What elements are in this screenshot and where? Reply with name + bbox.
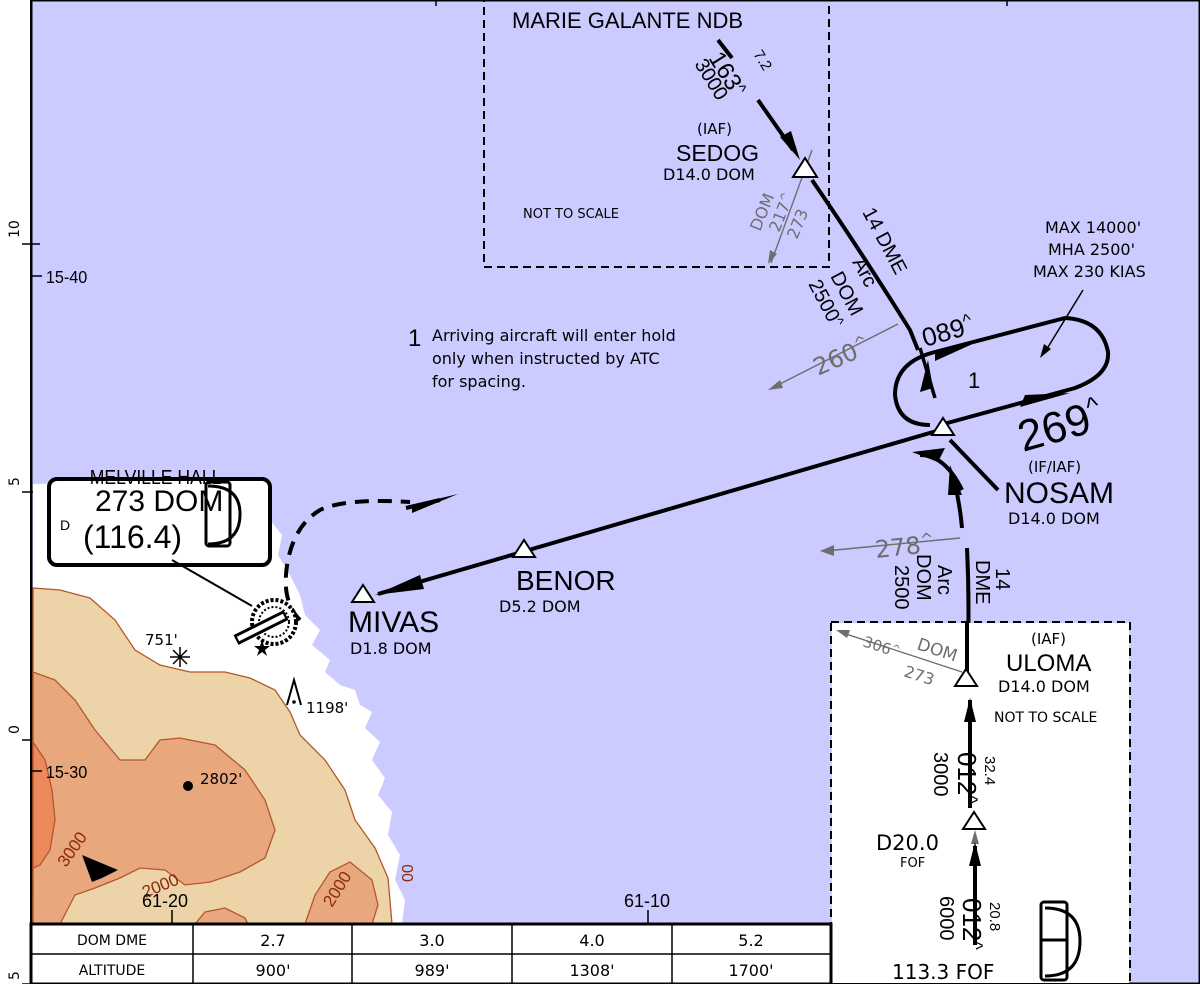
dme-table-cell: 5.2	[738, 931, 763, 950]
note-number: 1	[408, 325, 421, 352]
elevation-2802: 2802'	[200, 770, 242, 788]
dme-table-cell: 2.7	[260, 931, 285, 950]
navaid-name: MELVILLE HALL	[90, 466, 222, 488]
inset-marie-galante	[483, 0, 830, 268]
nosam-distance: D14.0 DOM	[1008, 509, 1100, 528]
holding-mha: MHA 2500'	[1048, 240, 1135, 259]
nosam-role: (IF/IAF)	[1028, 458, 1081, 476]
lon-label-6120: 61-20	[142, 891, 188, 911]
arc-south-line2: DME	[971, 560, 993, 604]
sedog-distance: D14.0 DOM	[663, 165, 755, 184]
obstacle-751	[170, 647, 190, 667]
obstacle-1198-icon	[286, 676, 302, 706]
arc-north	[810, 178, 920, 351]
arc-south-line4: DOM	[912, 554, 934, 601]
fof-vor-icon	[1039, 900, 1082, 982]
airport-melville-hall-icon	[233, 598, 298, 656]
lon-label-6110: 61-10	[624, 891, 670, 911]
holding-max-alt: MAX 14000'	[1045, 218, 1141, 237]
uloma-name: ULOMA	[1006, 650, 1091, 677]
dme-table-cell: 1700'	[728, 961, 773, 980]
scale-label-5b: 5	[7, 971, 23, 980]
note-line1: Arriving aircraft will enter hold	[432, 326, 676, 345]
nosam-fix-icon	[930, 416, 956, 436]
inset-se-leg1-distance: 32.4	[981, 756, 998, 785]
d20-fix-icon	[961, 810, 987, 830]
inset-se-leg2-altitude: 6000	[935, 896, 957, 941]
missed-approach-path	[283, 499, 411, 622]
dme-table-header-altitude: ALTITUDE	[79, 963, 146, 979]
dme-table-header-dme: DOM DME	[77, 933, 147, 949]
arc-south-line1: 14	[991, 568, 1013, 590]
terrain-mid-south	[304, 861, 379, 925]
mivas-name: MIVAS	[348, 606, 439, 639]
note-line3: for spacing.	[432, 372, 526, 391]
navaid-course: 273 DOM	[95, 485, 223, 518]
navaid-frequency: (116.4)	[83, 519, 182, 555]
mivas-distance: D1.8 DOM	[350, 639, 432, 658]
inset-se-scale-note: NOT TO SCALE	[994, 710, 1097, 726]
uloma-fix-icon	[953, 667, 979, 687]
sedog-name: SEDOG	[676, 140, 759, 166]
contour-label-00: 00	[400, 864, 417, 882]
inset-se-leg2-course: 012^	[957, 898, 987, 950]
dme-table	[29, 922, 833, 984]
dme-table-cell: 989'	[415, 961, 450, 980]
final-approach-course	[377, 428, 941, 596]
navaid-prefix: D	[60, 517, 70, 533]
inset-se-leg1-altitude: 3000	[929, 752, 951, 797]
mivas-fix-icon	[350, 583, 376, 603]
inset-se-leg2-distance: 20.8	[986, 902, 1003, 931]
fof-navaid: 113.3 FOF	[892, 960, 994, 984]
benor-distance: D5.2 DOM	[499, 597, 581, 616]
uloma-role: (IAF)	[1031, 630, 1066, 648]
dme-table-cell: 1308'	[569, 961, 614, 980]
holding-max-speed: MAX 230 KIAS	[1033, 262, 1146, 281]
navaid-box-vor-icon	[204, 480, 242, 548]
sedog-fix-icon	[791, 156, 819, 178]
elevation-1198: 1198'	[306, 699, 348, 717]
lat-label-1530: 15-30	[46, 762, 87, 782]
radial-278: 278^	[874, 529, 936, 564]
dme-table-cell: 900'	[256, 961, 291, 980]
inset-nw-scale-note: NOT TO SCALE	[523, 207, 619, 222]
uloma-distance: D14.0 DOM	[998, 677, 1090, 696]
d20-fix-label: D20.0	[876, 831, 939, 855]
sedog-role: (IAF)	[697, 120, 732, 138]
elevation-751: 751'	[145, 631, 178, 649]
nosam-name: NOSAM	[1004, 477, 1114, 510]
terrain-high-arrow	[82, 855, 118, 882]
scale-label-0: 0	[7, 725, 23, 734]
dme-table-cell: 4.0	[579, 931, 604, 950]
scale-label-5: 5	[7, 477, 23, 486]
note-line2: only when instructed by ATC	[432, 349, 660, 368]
dme-table-cell: 3.0	[419, 931, 444, 950]
benor-name: BENOR	[516, 565, 616, 596]
d20-fix-station: FOF	[900, 856, 925, 871]
scale-label-10: 10	[7, 220, 23, 238]
inset-se-leg1-course: 012^	[952, 752, 982, 804]
benor-fix-icon	[511, 538, 537, 558]
inset-nw-title: MARIE GALANTE NDB	[512, 8, 743, 33]
lat-label-1540: 15-40	[46, 267, 87, 287]
peak-2802-dot	[183, 781, 193, 791]
arc-south-line3: Arc	[933, 565, 955, 595]
terrain-high	[32, 739, 56, 869]
holding-note-ref: 1	[968, 368, 980, 393]
arc-south-line5: 2500	[890, 565, 912, 610]
